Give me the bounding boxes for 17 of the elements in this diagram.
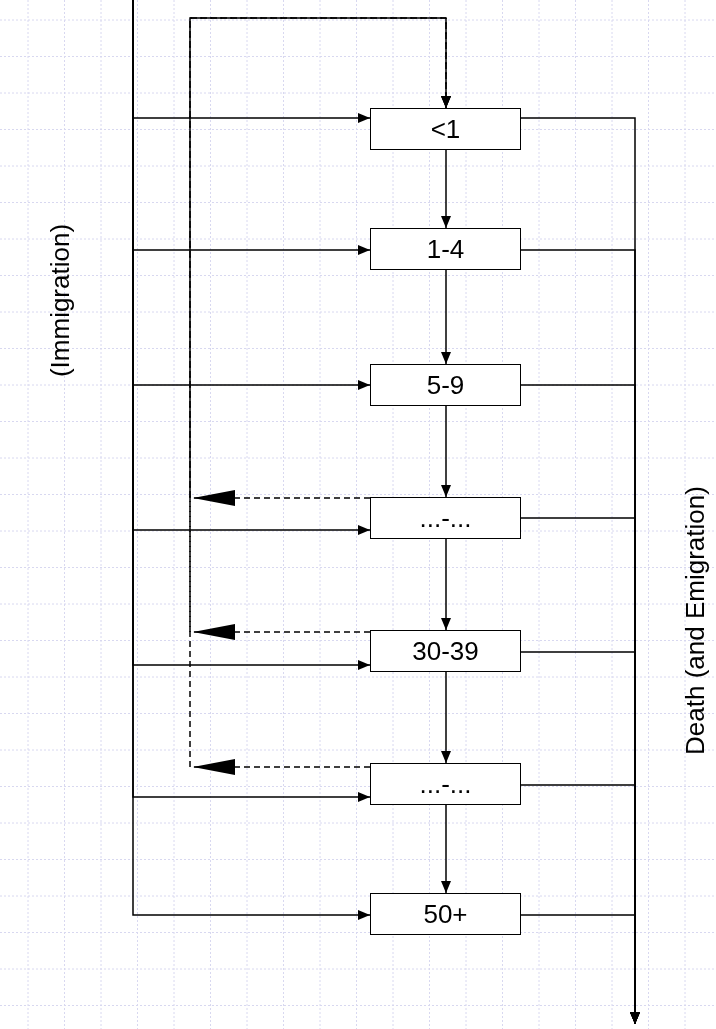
axis-label: Death (and Emigration)	[679, 485, 711, 755]
feedback-arrow	[189, 17, 451, 775]
arrow	[441, 671, 451, 764]
arrow	[441, 269, 451, 365]
age-group-box: 1-4	[370, 228, 521, 270]
arrow	[441, 804, 451, 894]
death-arrow	[520, 914, 640, 1025]
axis-label: (Immigration)	[44, 223, 76, 377]
age-group-box: <1	[370, 108, 521, 150]
age-group-box: ...-...	[370, 763, 521, 805]
age-group-box: 5-9	[370, 364, 521, 406]
arrow	[441, 405, 451, 498]
age-group-box: ...-...	[370, 497, 521, 539]
arrow	[441, 538, 451, 631]
age-group-box: 30-39	[370, 630, 521, 672]
arrow	[441, 149, 451, 229]
age-group-box: 50+	[370, 893, 521, 935]
